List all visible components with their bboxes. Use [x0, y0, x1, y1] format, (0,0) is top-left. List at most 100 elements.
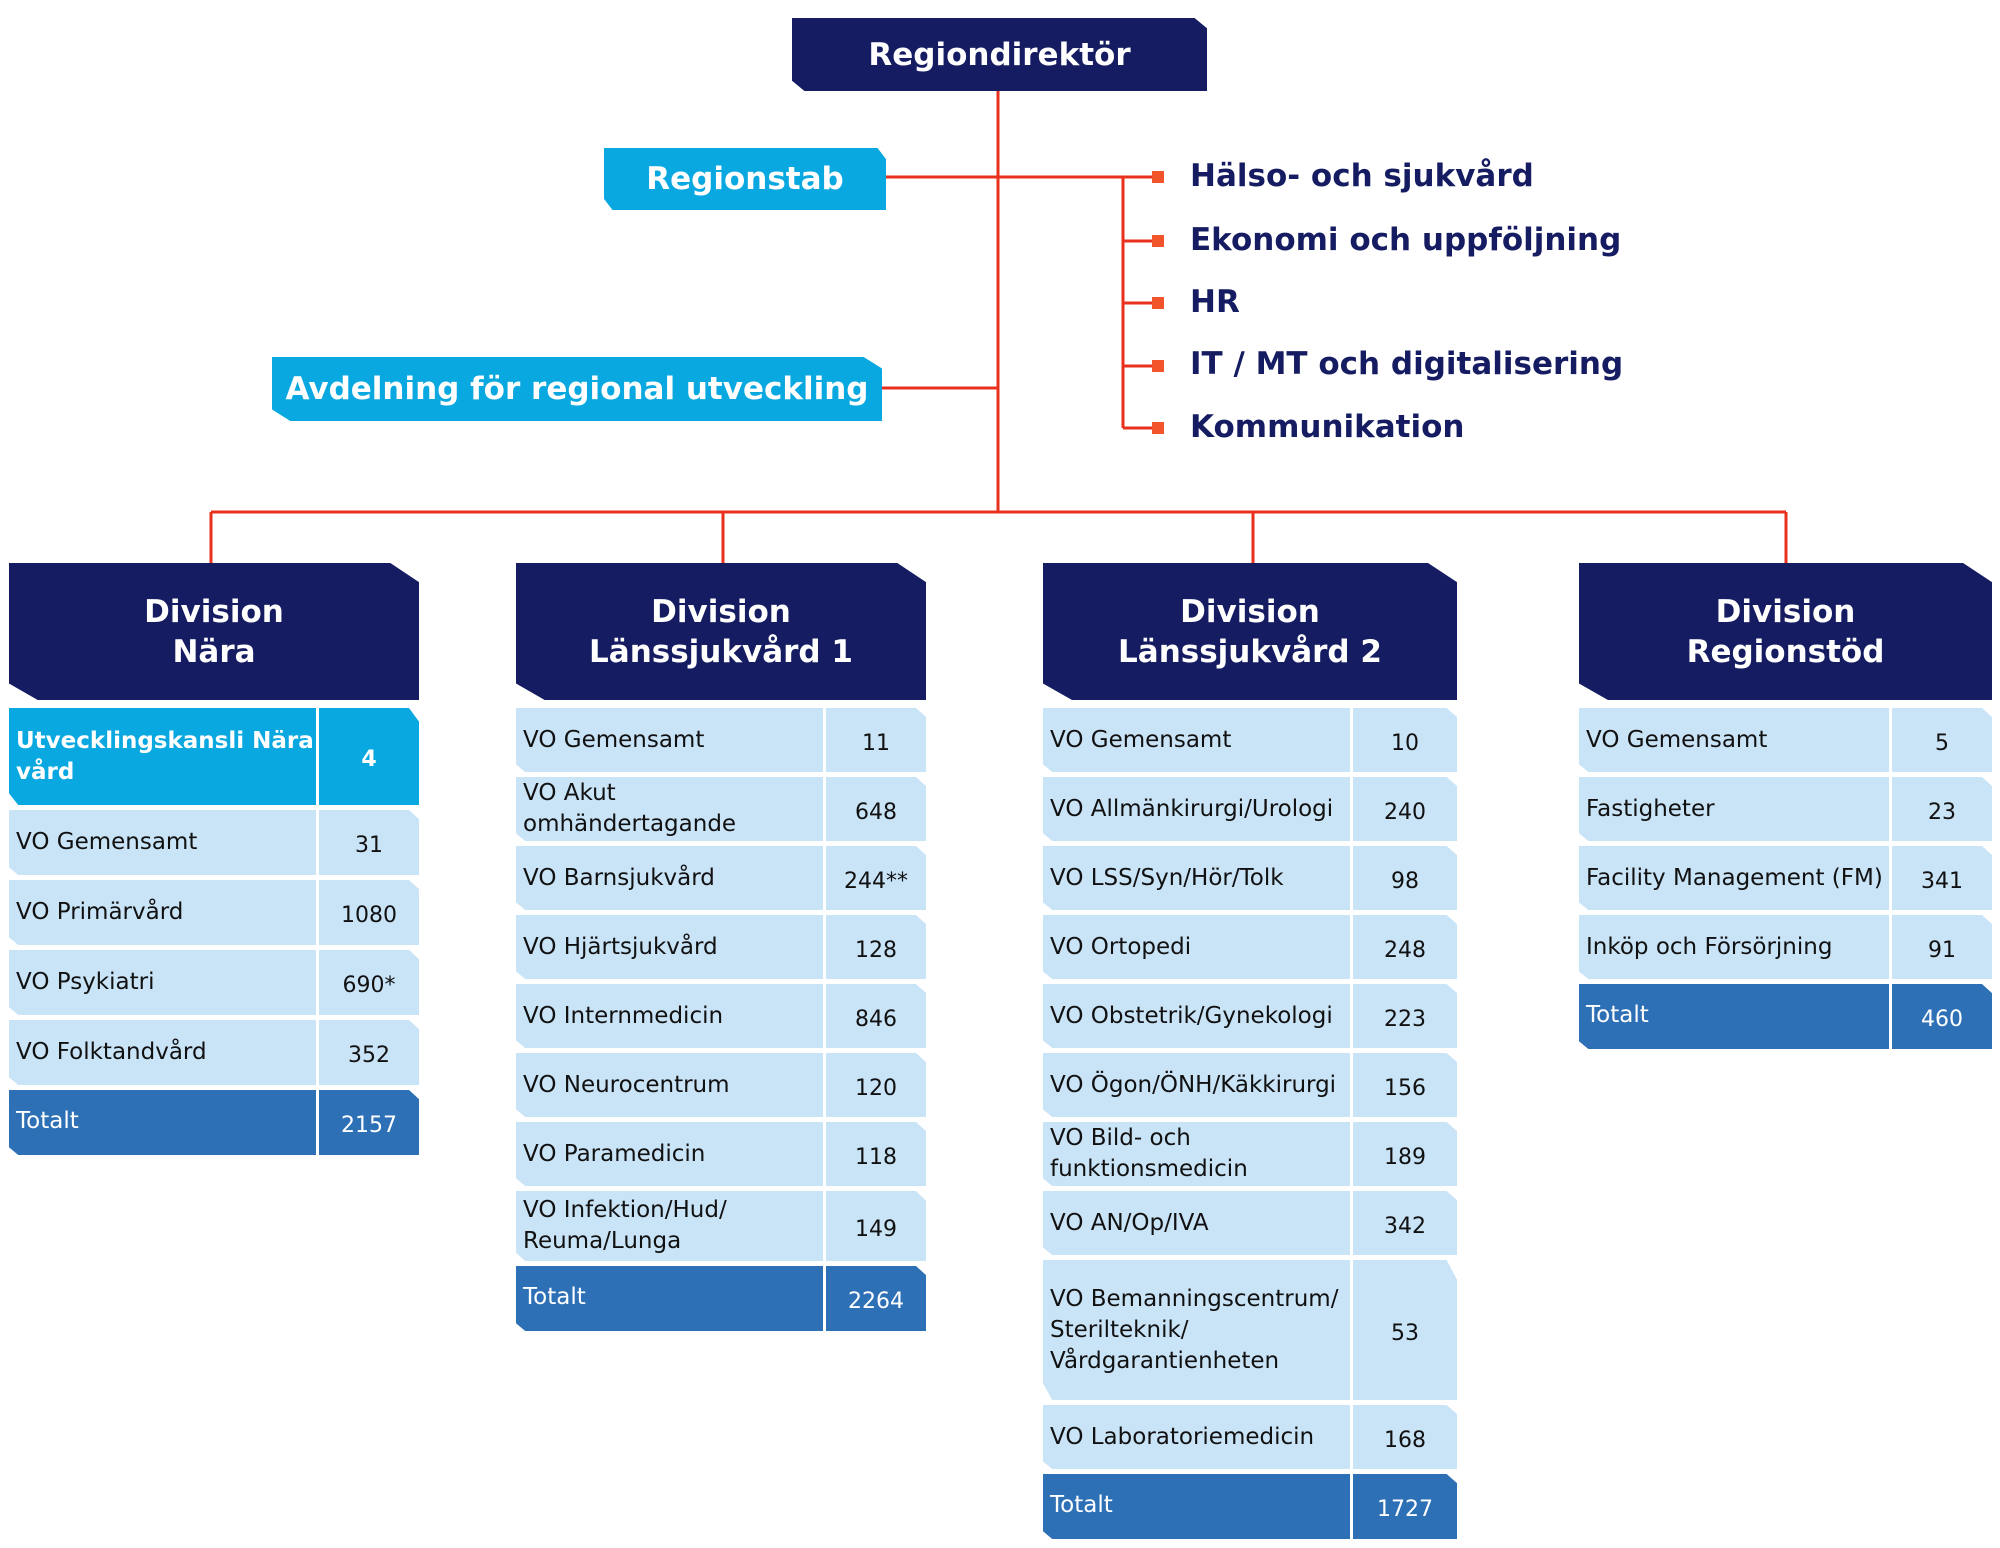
division-title-line1: Division — [144, 593, 284, 630]
row-name-cell: VO Ögon/ÖNH/Käkkirurgi — [1043, 1053, 1350, 1117]
row-name-cell: VO Psykiatri — [9, 950, 316, 1015]
row-value-cell: 11 — [826, 708, 926, 772]
division-title-line1: Division — [1715, 593, 1856, 630]
row-name-cell: VO Ortopedi — [1043, 915, 1350, 979]
row-value-cell: 98 — [1353, 846, 1457, 910]
row-name-cell: Utvecklingskansli Nära vård — [9, 708, 316, 805]
dept-item: Ekonomi och uppföljning — [1190, 222, 1622, 258]
dept-item: HR — [1190, 284, 1240, 320]
row-name-cell: VO Paramedicin — [516, 1122, 823, 1186]
row-value-cell: 31 — [319, 810, 419, 875]
division-title-line2: Länssjukvård 2 — [1118, 633, 1382, 670]
row-name-cell: Totalt — [9, 1090, 316, 1155]
row-name-cell: VO Neurocentrum — [516, 1053, 823, 1117]
row-name-cell: VO Gemensamt — [9, 810, 316, 875]
row-value-cell: 5 — [1892, 708, 1992, 772]
row-name-cell: Facility Management (FM) — [1579, 846, 1889, 910]
row-name-cell: Inköp och Försörjning — [1579, 915, 1889, 979]
dept-bullet-1 — [1152, 235, 1164, 247]
row-value-cell: 223 — [1353, 984, 1457, 1048]
row-value-cell: 341 — [1892, 846, 1992, 910]
division-title-line2: Länssjukvård 1 — [589, 633, 853, 670]
division-title-line2: Nära — [172, 633, 256, 670]
row-name-cell: VO Primärvård — [9, 880, 316, 945]
row-value-cell: 53 — [1353, 1260, 1457, 1400]
row-value-cell: 1080 — [319, 880, 419, 945]
row-name-cell: Fastigheter — [1579, 777, 1889, 841]
dept-bullet-4 — [1152, 422, 1164, 434]
row-value-cell: 690* — [319, 950, 419, 1015]
row-value-cell: 460 — [1892, 984, 1992, 1049]
row-name-cell: VO Infektion/Hud/ Reuma/Lunga — [516, 1191, 823, 1261]
row-value-cell: 4 — [319, 708, 419, 805]
row-name-cell: VO Bild- och funktionsmedicin — [1043, 1122, 1350, 1186]
division-title-line1: Division — [651, 593, 791, 630]
row-name-cell: Totalt — [1043, 1474, 1350, 1539]
dept-item: Hälso- och sjukvård — [1190, 158, 1534, 194]
row-value-cell: 128 — [826, 915, 926, 979]
row-value-cell: 342 — [1353, 1191, 1457, 1255]
row-value-cell: 23 — [1892, 777, 1992, 841]
dept-item: Kommunikation — [1190, 409, 1465, 445]
row-name-cell: Totalt — [1579, 984, 1889, 1049]
row-name-cell: VO Barnsjukvård — [516, 846, 823, 910]
regional-utveckling-label: Avdelning för regional utveckling — [285, 371, 869, 407]
row-value-cell: 2157 — [319, 1090, 419, 1155]
row-value-cell: 189 — [1353, 1122, 1457, 1186]
row-name-cell: VO Gemensamt — [1043, 708, 1350, 772]
row-name-cell: VO AN/Op/IVA — [1043, 1191, 1350, 1255]
division-title-line2: Regionstöd — [1686, 633, 1885, 670]
row-name-cell: VO Folktandvård — [9, 1020, 316, 1085]
regiondirektor-label: Regiondirektör — [868, 36, 1131, 73]
row-name-cell: VO Gemensamt — [1579, 708, 1889, 772]
row-name-cell: VO Internmedicin — [516, 984, 823, 1048]
table-row: VO Bemanningscentrum/ Sterilteknik/ Vård… — [1043, 1260, 1457, 1400]
row-name-cell: VO LSS/Syn/Hör/Tolk — [1043, 846, 1350, 910]
table-row: Facility Management (FM)341 — [1579, 846, 1992, 910]
row-value-cell: 120 — [826, 1053, 926, 1117]
row-value-cell: 149 — [826, 1191, 926, 1261]
regionstab-label: Regionstab — [646, 161, 844, 197]
row-value-cell: 244** — [826, 846, 926, 910]
row-value-cell: 156 — [1353, 1053, 1457, 1117]
dept-bullet-2 — [1152, 297, 1164, 309]
row-name-cell: Totalt — [516, 1266, 823, 1331]
row-name-cell: VO Allmänkirurgi/Urologi — [1043, 777, 1350, 841]
row-name-cell: VO Laboratoriemedicin — [1043, 1405, 1350, 1469]
row-value-cell: 10 — [1353, 708, 1457, 772]
regionstab-box: Regionstab — [604, 148, 886, 210]
row-value-cell: 648 — [826, 777, 926, 841]
row-name-cell: VO Hjärtsjukvård — [516, 915, 823, 979]
